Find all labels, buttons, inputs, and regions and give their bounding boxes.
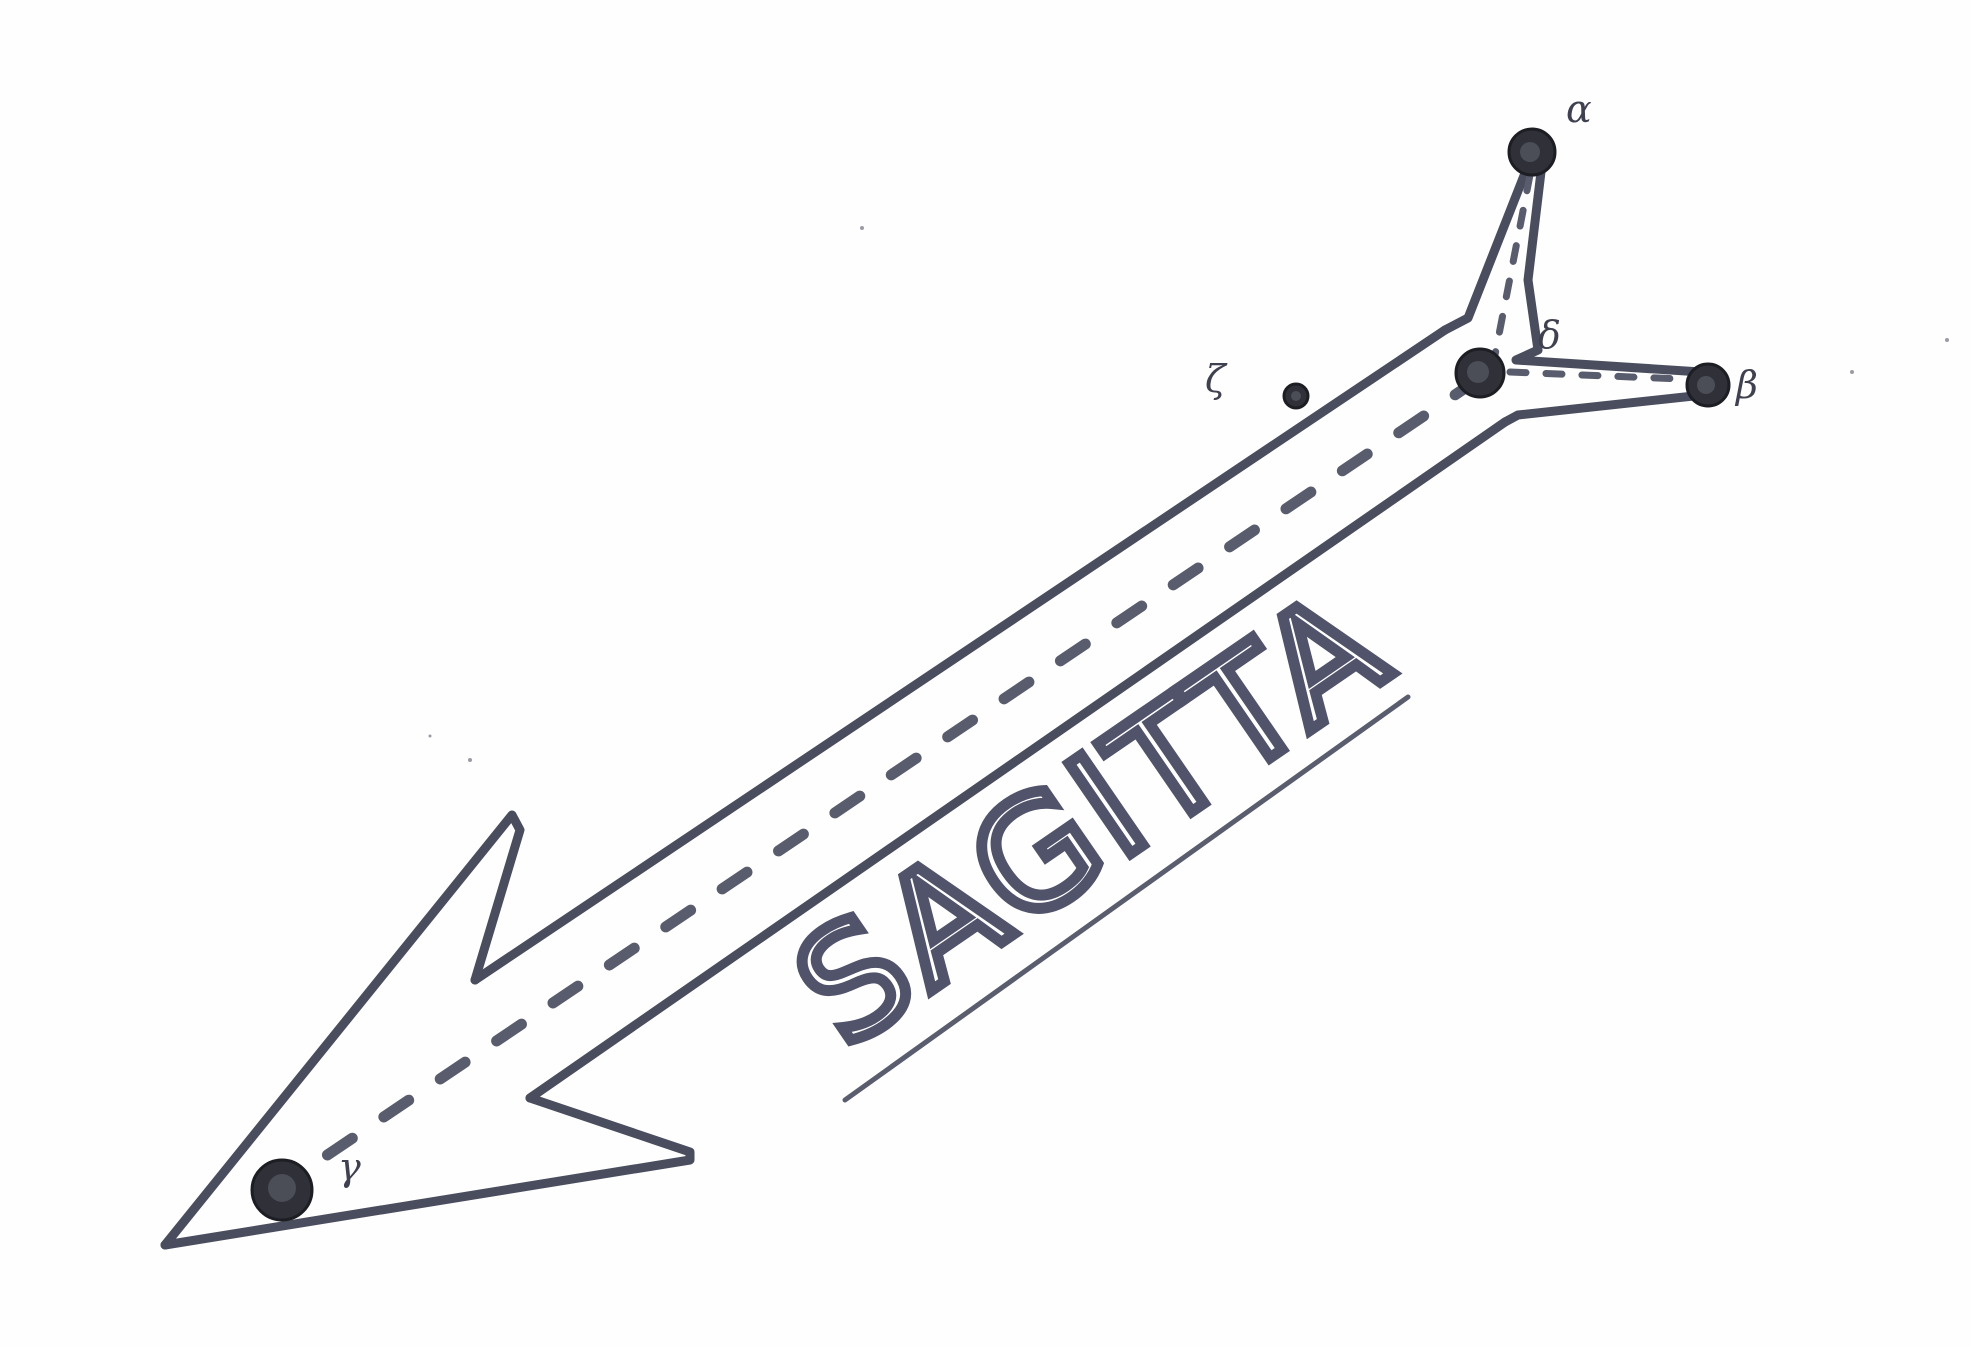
arrow-center-dashes [314,171,1709,1166]
arrow-alpha-beta-inner-edge [1511,167,1706,377]
star-label-beta: β [1734,363,1758,407]
star-beta [1685,362,1731,408]
dash-beta-branch [1506,368,1709,384]
constellation-name: SAGITTA [767,556,1419,1080]
star-label-gamma: γ [338,1145,361,1189]
constellation-title: SAGITTA [761,550,1424,1085]
arrow-beta-branch-lower-edge [1500,390,1708,427]
arrow-shaft-lower-edge [525,417,1510,1103]
paper-specks [428,226,1949,762]
dash-shaft [314,372,1486,1166]
arrow-outline [160,163,1708,1250]
star-label-delta: δ [1538,313,1561,357]
star-zeta [1282,382,1310,410]
star-gamma [250,1158,314,1222]
star-label-zeta: ζ [1205,357,1228,401]
arrow-upper-branch-edge [1440,163,1532,335]
title-underline [842,694,1411,1103]
star-alpha [1507,127,1557,177]
arrow-head-upper-barb [160,810,525,1250]
arrow-shaft-upper-edge [470,325,1450,985]
dash-alpha-branch [1491,171,1534,359]
star-label-alpha: α [1566,87,1592,131]
arrow-lower-barb [160,1093,695,1250]
star-delta [1454,347,1506,399]
